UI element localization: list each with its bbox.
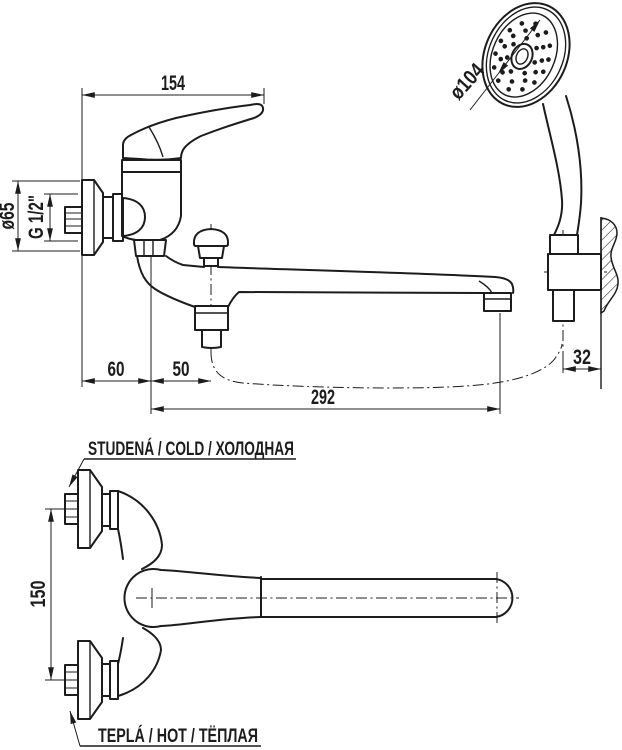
diverter-knob-body: [197, 245, 225, 259]
wall-flange: [81, 179, 104, 256]
pipe-thread-lines: [66, 212, 81, 227]
upper-view: 154 ø65 G 1/2" ø104 60 50 292 32: [0, 2, 619, 414]
head-face-rim: [489, 12, 559, 98]
dim-text-150: 150: [27, 581, 50, 608]
hot-leader-arrow: [69, 710, 81, 747]
spout-plan: [260, 578, 514, 618]
spout-top-edge: [165, 255, 496, 278]
spout-nut-facets: [143, 240, 154, 256]
hose-outlet-block: [194, 305, 229, 331]
head-outer-shell: [481, 2, 571, 108]
dim-line-o104-tail: [469, 73, 499, 111]
wall-holder-block: [547, 253, 602, 291]
dim-text-50: 50: [173, 358, 190, 381]
head-mid-contour: [485, 6, 567, 104]
spout-bottom-edge: [227, 291, 485, 308]
handle-knob-and-taper: [123, 568, 262, 628]
dim-line-o104: [497, 19, 541, 75]
lever-handle: [122, 103, 265, 161]
dim-text-154: 154: [161, 72, 185, 95]
aerator-outlet: [483, 292, 512, 312]
cold-leader-arrow: [68, 458, 85, 488]
spout-tip: [494, 276, 515, 294]
hot-water-label: TEPLÁ / HOT / ТЁПЛАЯ: [98, 725, 258, 747]
cold-union-ring-2: [109, 490, 119, 530]
lever-ridge-line: [148, 126, 164, 158]
spout-left-outline: [136, 255, 196, 308]
dimension-lines-upper: [15, 19, 602, 412]
body-bottom-right-edge: [117, 627, 162, 697]
hose-path-centerline: [210, 343, 563, 389]
cold-union-ring-1: [101, 493, 111, 527]
wall-hatch: [600, 217, 619, 315]
dim-text-292: 292: [311, 386, 335, 409]
spout-nut: [133, 239, 167, 257]
body-bottom-left-edge: [117, 637, 124, 665]
hose-outlet-stem: [201, 329, 222, 349]
union-ring-1: [102, 196, 114, 239]
hot-union-ring-2: [109, 660, 119, 700]
handle-cone-nut: [549, 234, 579, 255]
body-top-right-edge: [117, 490, 163, 570]
dim-text-o65: ø65: [0, 202, 19, 229]
diverter-knob-cap: [192, 228, 230, 247]
hose-below-holder: [552, 289, 575, 322]
body-top-left-edge: [117, 528, 124, 560]
dim-text-32: 32: [573, 346, 591, 369]
cold-water-label: STUDENÁ / COLD / ХОЛОДНАЯ: [88, 438, 294, 460]
supply-pipe-stub: [64, 206, 83, 234]
cartridge-cap-band: [121, 159, 182, 173]
diverter-knob-stem: [203, 257, 219, 267]
swivel-nut-dome: [122, 197, 146, 237]
shower-handle-left-edge: [542, 103, 564, 236]
dim-text-60: 60: [108, 358, 125, 381]
dim-text-g12: G 1/2": [25, 195, 48, 239]
shower-handle-right-edge: [565, 95, 583, 236]
hot-union-ring-1: [101, 663, 111, 697]
spout-tip-chamfer: [478, 280, 493, 294]
lower-view: 150 STUDENÁ / COLD / ХОЛОДНАЯ TEPLÁ / HO…: [27, 438, 519, 747]
